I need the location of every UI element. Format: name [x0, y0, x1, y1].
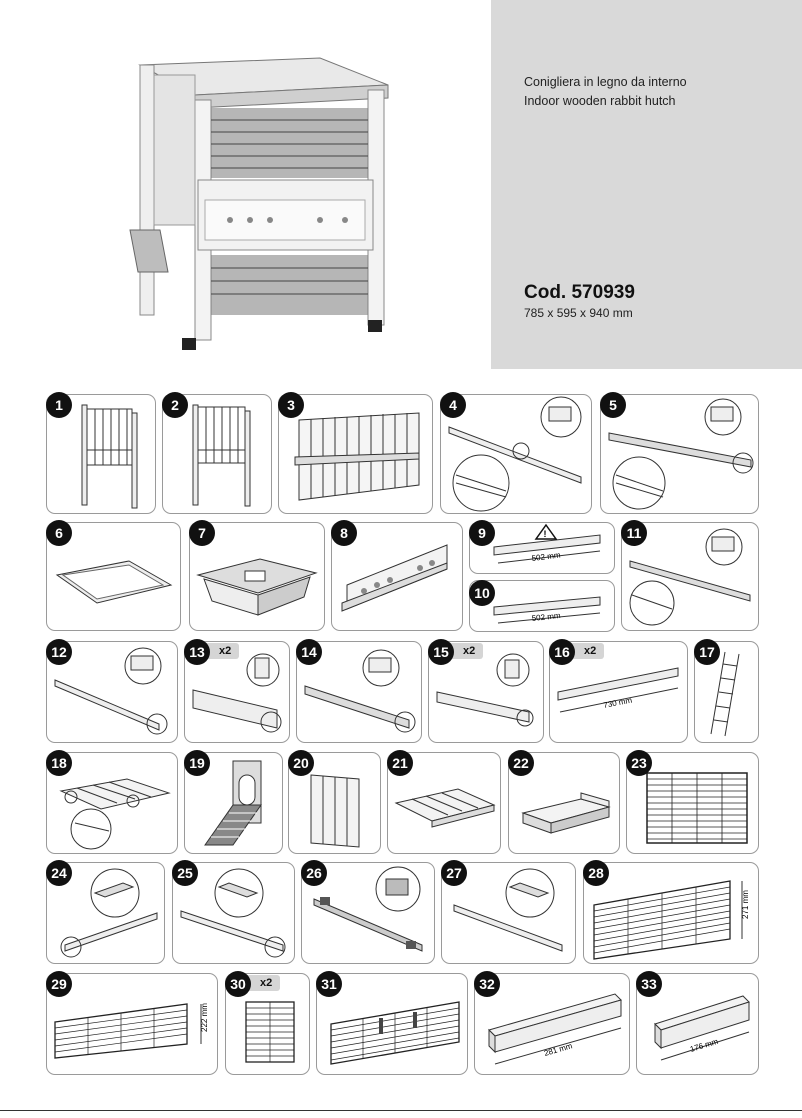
- product-code: Cod. 570939: [524, 282, 635, 303]
- part-number-badge: 12: [46, 639, 72, 665]
- part-number-badge: 21: [387, 750, 413, 776]
- part-card-29: 222 mm: [46, 973, 218, 1075]
- part-card-25: [172, 862, 295, 964]
- header-panel: [491, 0, 802, 369]
- part-number-badge: 3: [278, 392, 304, 418]
- measure-label: 502 mm: [531, 550, 561, 562]
- warning-icon: !: [544, 529, 547, 539]
- part-number-badge: 13: [184, 639, 210, 665]
- part-number-badge: 23: [626, 750, 652, 776]
- measure-label: 502 mm: [531, 611, 561, 623]
- part-number-badge: 7: [189, 520, 215, 546]
- part-number-badge: 28: [583, 860, 609, 886]
- part-number-badge: 8: [331, 520, 357, 546]
- part-number-badge: 29: [46, 971, 72, 997]
- measure-label: 281 mm: [543, 1041, 574, 1058]
- part-number-badge: 33: [636, 971, 662, 997]
- part-number-badge: 30: [225, 971, 251, 997]
- hutch-photo: [129, 57, 389, 350]
- part-number-badge: 18: [46, 750, 72, 776]
- measure-label: 176 mm: [689, 1037, 720, 1054]
- part-card-28: 271 mm: [583, 862, 759, 964]
- part-number-badge: 6: [46, 520, 72, 546]
- product-name-it: Conigliera in legno da interno: [524, 75, 687, 89]
- product-dimensions: 785 x 595 x 940 mm: [524, 306, 633, 320]
- part-number-badge: 11: [621, 520, 647, 546]
- part-number-badge: 25: [172, 860, 198, 886]
- part-number-badge: 31: [316, 971, 342, 997]
- part-card-32: 281 mm: [474, 973, 630, 1075]
- part-number-badge: 22: [508, 750, 534, 776]
- part-number-badge: 19: [184, 750, 210, 776]
- part-number-badge: 24: [46, 860, 72, 886]
- product-name-en: Indoor wooden rabbit hutch: [524, 94, 676, 108]
- part-number-badge: 4: [440, 392, 466, 418]
- part-card-4: [440, 394, 592, 514]
- part-number-badge: 5: [600, 392, 626, 418]
- part-card-16: 730 mm: [549, 641, 688, 743]
- part-card-7: [189, 522, 325, 631]
- part-number-badge: 20: [288, 750, 314, 776]
- part-number-badge: 10: [469, 580, 495, 606]
- part-card-22: [508, 752, 620, 854]
- measure-label: 222 mm: [200, 1003, 209, 1032]
- part-number-badge: 2: [162, 392, 188, 418]
- part-card-3: [278, 394, 433, 514]
- part-number-badge: 26: [301, 860, 327, 886]
- part-number-badge: 27: [441, 860, 467, 886]
- part-number-badge: 17: [694, 639, 720, 665]
- measure-label: 271 mm: [741, 890, 750, 919]
- part-number-badge: 15: [428, 639, 454, 665]
- measure-label: 730 mm: [603, 696, 633, 710]
- part-number-badge: 14: [296, 639, 322, 665]
- part-card-8: [331, 522, 463, 631]
- part-card-11: [621, 522, 759, 631]
- part-number-badge: 32: [474, 971, 500, 997]
- bottom-rule: [0, 1110, 802, 1111]
- part-number-badge: 1: [46, 392, 72, 418]
- part-number-badge: 9: [469, 520, 495, 546]
- part-card-14: [296, 641, 422, 743]
- part-card-5: [600, 394, 759, 514]
- part-card-31: [316, 973, 468, 1075]
- part-number-badge: 16: [549, 639, 575, 665]
